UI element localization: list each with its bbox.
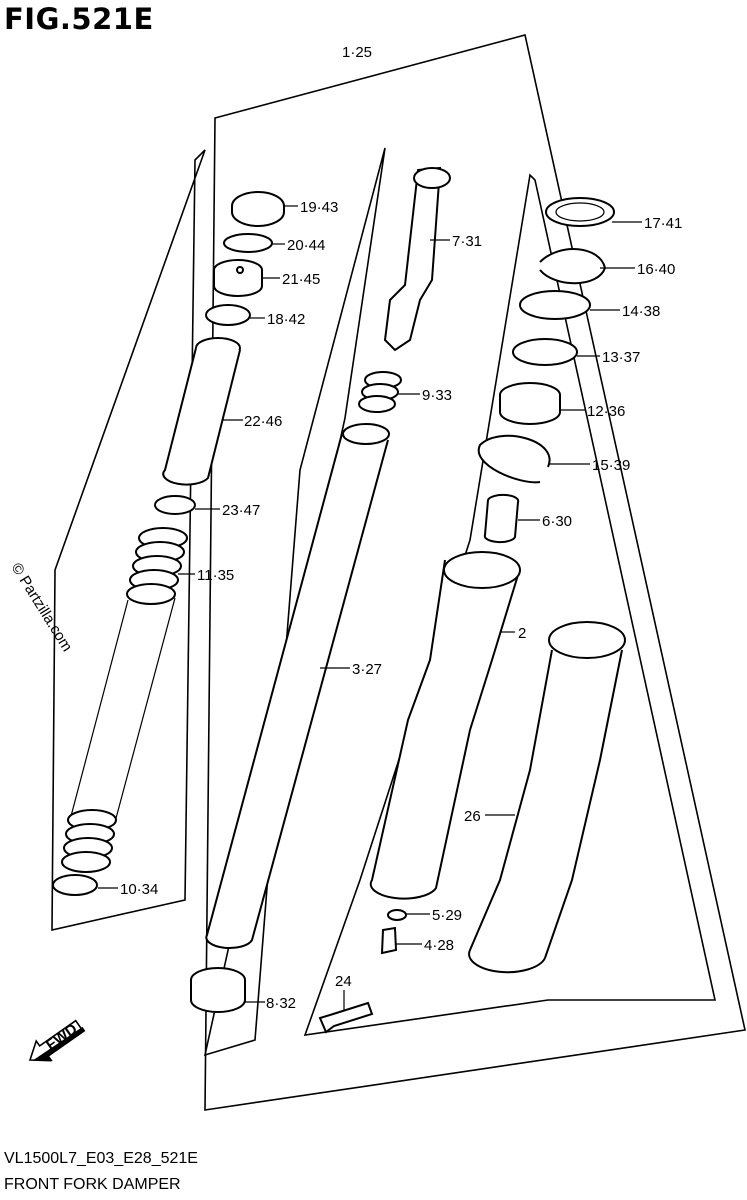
part-circlip-16 [539, 248, 607, 285]
part-plug-21-body [213, 270, 263, 297]
part-outer-tube-2-top [443, 551, 521, 589]
part-washer-13 [512, 338, 578, 366]
part-spring-9 [358, 371, 402, 413]
footer-code: VL1500L7_E03_E28_521E [4, 1150, 198, 1167]
callout-15-39: 15·39 [592, 457, 630, 474]
part-outer-tube-26-top [548, 621, 626, 659]
part-bushing-8-body [190, 980, 246, 1013]
callout-24: 24 [335, 973, 352, 990]
callout-21-45: 21·45 [282, 271, 320, 288]
callout-20-44: 20·44 [287, 237, 325, 254]
part-piece-6 [483, 493, 520, 544]
part-plug-21-hole [236, 266, 244, 274]
part-ring-15 [477, 434, 551, 484]
callout-23-47: 23·47 [222, 502, 260, 519]
part-inner-tube-3 [205, 429, 389, 950]
part-bolt-24 [318, 1001, 374, 1034]
callout-3-27: 3·27 [352, 661, 382, 678]
callout-26: 26 [464, 808, 481, 825]
callout-7-31: 7·31 [452, 233, 482, 250]
callout-5-29: 5·29 [432, 907, 462, 924]
callout-13-37: 13·37 [602, 349, 640, 366]
leader-lines [98, 205, 642, 1010]
callout-17-41: 17·41 [644, 215, 682, 232]
callout-2: 2 [518, 625, 526, 642]
part-washer-23 [154, 495, 196, 515]
callout-10-34: 10·34 [120, 881, 158, 898]
fwd-arrow-icon: FWD [28, 1019, 86, 1062]
callout-6-30: 6·30 [542, 513, 572, 530]
part-dust-seal-17 [545, 197, 615, 227]
part-outer-tube-26 [468, 649, 623, 974]
group-outline-left [51, 149, 206, 932]
group-outline-center [203, 147, 386, 1057]
part-oil-seal-14 [519, 290, 591, 320]
part-circlip-20 [223, 233, 273, 253]
part-spring-11-edge-right [114, 597, 176, 823]
callout-8-32: 8·32 [266, 995, 296, 1012]
part-seat-10 [52, 874, 98, 896]
callout-18-42: 18·42 [267, 311, 305, 328]
part-spring-11-top [126, 527, 188, 605]
part-outer-tube-2 [369, 559, 519, 900]
callout-11-35: 11·35 [197, 567, 234, 584]
callout-12-36: 12·36 [587, 403, 625, 420]
figure-title: FIG.521E [4, 2, 154, 36]
footer-name: FRONT FORK DAMPER [4, 1176, 181, 1193]
callout-19-43: 19·43 [300, 199, 338, 216]
part-washer-5 [386, 909, 408, 921]
part-bolt-4 [380, 926, 398, 955]
callout-16-40: 16·40 [637, 261, 675, 278]
callout-14-38: 14·38 [622, 303, 660, 320]
part-bushing-12-body [499, 395, 561, 425]
assembly-outline-1-25 [204, 34, 746, 1111]
callout-4-28: 4·28 [424, 937, 454, 954]
callout-9-33: 9·33 [422, 387, 452, 404]
part-damper-rod-7-top [413, 167, 451, 189]
part-spring-11-edge-left [69, 599, 129, 821]
part-inner-tube-3-top [342, 423, 390, 445]
part-oring-18 [205, 304, 251, 326]
part-spacer-22-body [162, 347, 241, 486]
part-spring-11-bottom [61, 809, 117, 873]
callout-22-46: 22·46 [244, 413, 282, 430]
part-cap-19-side [231, 206, 285, 227]
part-damper-rod-7 [383, 166, 442, 352]
callout-1-25: 1·25 [342, 44, 372, 61]
